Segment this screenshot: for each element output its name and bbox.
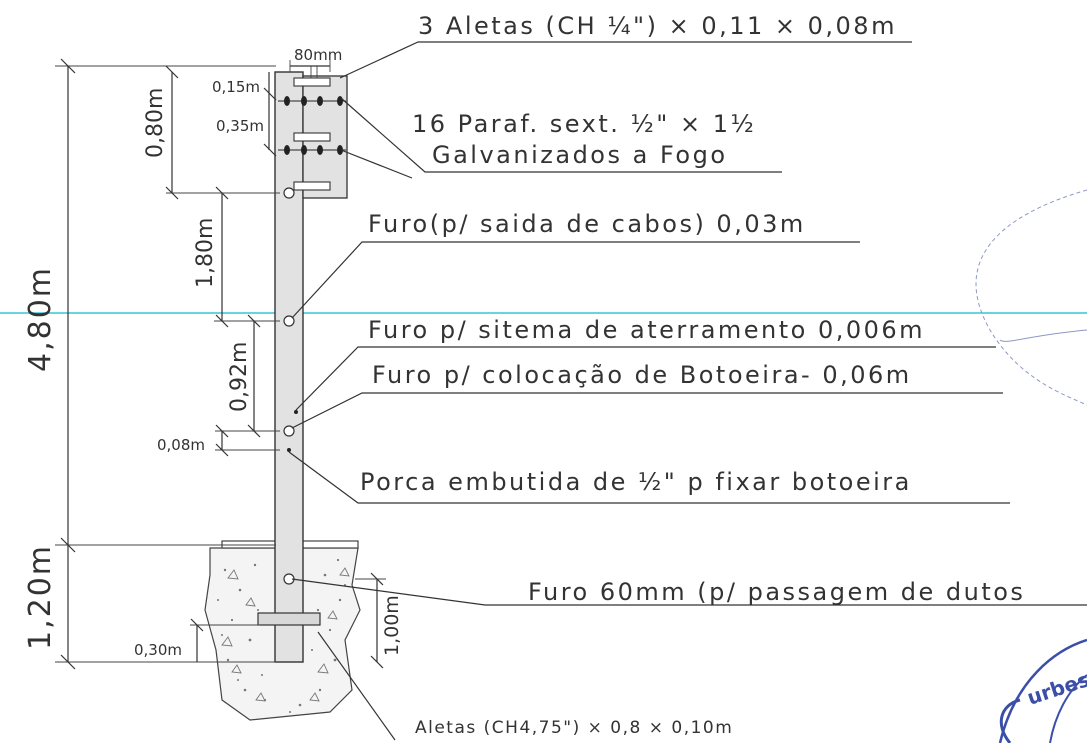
nut-dot [287,448,291,452]
dim-035: 0,35m [216,117,264,135]
dim-008: 0,08m [157,436,205,454]
note-furo-botoeira: Furo p/ colocação de Botoeira- 0,06m [372,361,912,389]
note-furo-dutos: Furo 60mm (p/ passagem de dutos [528,578,1025,606]
holes [283,187,295,585]
stamp-sketch [975,189,1087,744]
top-bracket [293,66,348,199]
note-parafusos-1: 16 Paraf. sext. ½" × 1½ [412,110,756,138]
note-parafusos-2: Galvanizados a Fogo [432,141,728,169]
stamp-text: urbes [1024,667,1087,710]
dim-100: 1,00m [381,595,403,656]
dim-120: 1,20m [23,544,58,650]
bolts [278,96,346,155]
dimension-lines [55,58,386,670]
leader-lines [288,41,1087,741]
note-porca: Porca embutida de ½" p fixar botoeira [360,468,912,496]
dim-080: 0,80m [143,88,168,158]
dim-030: 0,30m [134,641,182,659]
note-aletas-top: 3 Aletas (CH ¼") × 0,11 × 0,08m [418,12,897,40]
dim-015: 0,15m [212,78,260,96]
dim-480: 4,80m [23,266,58,372]
note-furo-cabos: Furo(p/ saida de cabos) 0,03m [368,210,806,238]
note-aletas-bottom: Aletas (CH4,75") × 0,8 × 0,10m [415,718,733,738]
bottom-fin [257,612,321,626]
note-furo-aterramento: Furo p/ sitema de aterramento 0,006m [368,316,925,344]
dim-092: 0,92m [227,342,252,412]
dim-180: 1,80m [193,218,218,288]
pole [274,71,304,663]
dim-80mm: 80mm [294,46,342,64]
ground-hole-dot [294,410,298,414]
